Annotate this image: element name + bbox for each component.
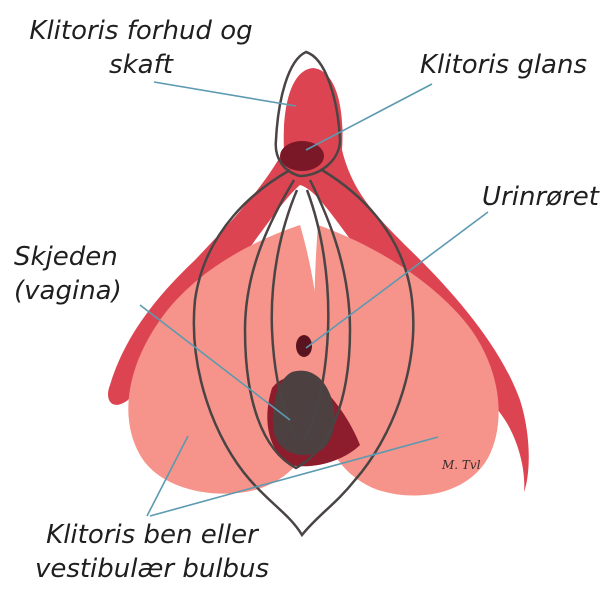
label-crura-line1: Klitoris ben eller — [16, 518, 288, 552]
label-vagina: Skjeden (vagina) — [14, 240, 122, 308]
label-vagina-line1: Skjeden — [14, 240, 122, 274]
label-crura-line2: vestibulær bulbus — [16, 552, 288, 586]
label-vagina-line2: (vagina) — [14, 274, 122, 308]
label-crura-and-bulbs: Klitoris ben eller vestibulær bulbus — [16, 518, 288, 586]
label-clitoris-glans: Klitoris glans — [420, 48, 587, 82]
clitoris-glans — [280, 141, 324, 171]
label-urethra: Urinrøret — [482, 180, 599, 214]
label-prepuce-and-shaft: Klitoris forhud og skaft — [6, 14, 276, 82]
leader-line-prepuce — [154, 82, 296, 106]
artist-signature: M. Tvl — [442, 458, 481, 472]
label-prepuce-line2: skaft — [6, 48, 276, 82]
label-prepuce-line1: Klitoris forhud og — [6, 14, 276, 48]
